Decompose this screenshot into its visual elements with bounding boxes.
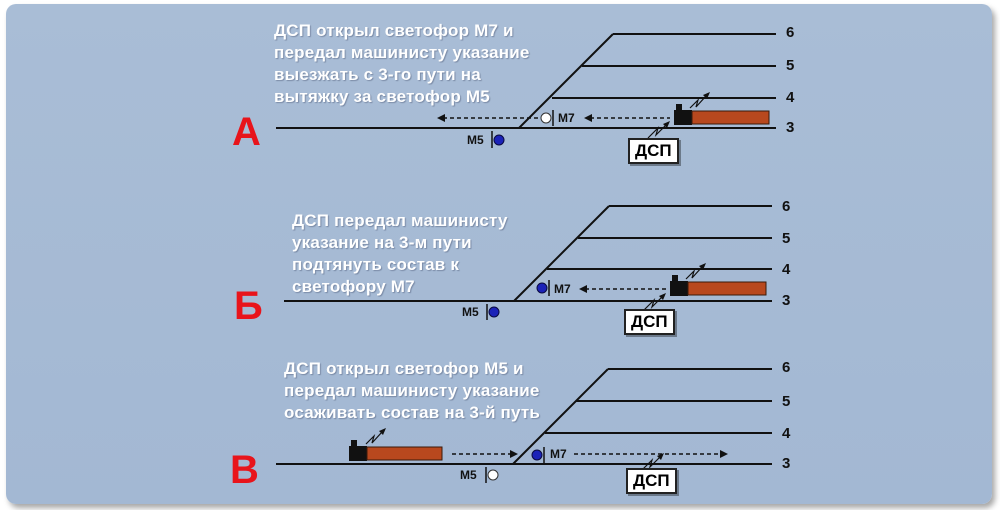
instruction-text-a: ДСП открыл светофор М7 и передал машинис… — [274, 20, 530, 108]
radio-signal-icon — [685, 266, 703, 280]
track-schema-b — [284, 205, 772, 320]
instruction-line: светофору М7 — [292, 277, 415, 296]
track-schema-a — [276, 33, 776, 148]
panel-letter-b: Б — [234, 284, 263, 328]
locomotive — [670, 281, 688, 296]
radio-signal-icon — [643, 296, 663, 311]
panel-letter-a: А — [232, 110, 261, 154]
dsp-station-box: ДСП — [624, 309, 675, 335]
locomotive — [674, 110, 692, 125]
m5-signal-light — [488, 306, 500, 318]
locomotive — [349, 446, 367, 461]
panel-letter-c: В — [230, 448, 259, 492]
m5-signal-light — [487, 469, 499, 481]
arrow-head — [510, 450, 518, 458]
track-number-3: 3 — [782, 292, 791, 309]
locomotive-cab — [676, 104, 682, 112]
radio-arrow-head — [663, 121, 670, 128]
signal-label-m7: М7 — [558, 111, 575, 125]
instruction-line: подтянуть состав к — [292, 255, 460, 274]
track-number-6: 6 — [782, 359, 791, 376]
dsp-station-box: ДСП — [628, 138, 679, 164]
m7-signal-light — [536, 282, 548, 294]
radio-arrow-head — [699, 263, 706, 270]
signal-label-m5: М5 — [462, 305, 479, 319]
wagons — [687, 281, 767, 296]
radio-arrow-head — [659, 293, 666, 300]
instruction-text-b: ДСП передал машинисту указание на 3-м пу… — [292, 210, 508, 298]
switch-connection — [512, 368, 609, 465]
arrow-head — [584, 114, 592, 122]
wagons — [366, 446, 443, 461]
arrow-head — [720, 450, 728, 458]
instruction-line: ДСП открыл светофор М7 и — [274, 21, 514, 40]
radio-signal-icon — [647, 124, 667, 139]
radio-arrow-head — [703, 92, 710, 99]
instruction-line: ДСП открыл светофор М5 и — [284, 359, 524, 378]
track-number-5: 5 — [782, 393, 791, 410]
m7-signal-light — [531, 449, 543, 461]
instruction-line: осаживать состав на 3-й путь — [284, 403, 541, 422]
radio-signal-icon — [365, 431, 383, 445]
instruction-line: передал машинисту указание — [284, 381, 540, 400]
track-number-3: 3 — [782, 455, 791, 472]
radio-signal-icon — [689, 95, 707, 109]
arrow-head — [437, 114, 445, 122]
instruction-line: ДСП передал машинисту — [292, 211, 508, 230]
radio-signal-icon — [641, 456, 661, 471]
switch-connection — [518, 33, 614, 129]
m5-signal-light — [493, 134, 505, 146]
diagram-panel: ДСП открыл светофор М7 и передал машинис… — [6, 4, 992, 504]
instruction-text-c: ДСП открыл светофор М5 и передал машинис… — [284, 358, 540, 424]
instruction-line: выезжать с 3-го пути на — [274, 65, 481, 84]
m7-signal-light — [540, 112, 552, 124]
dsp-station-box: ДСП — [626, 468, 677, 494]
track-number-5: 5 — [782, 230, 791, 247]
radio-arrow-head — [657, 453, 664, 460]
signal-label-m5: М5 — [467, 133, 484, 147]
signal-label-m7: М7 — [554, 282, 571, 296]
radio-arrow-head — [379, 428, 386, 435]
instruction-line: указание на 3-м пути — [292, 233, 472, 252]
instruction-line: вытяжку за светофор М5 — [274, 87, 490, 106]
track-number-4: 4 — [782, 261, 791, 278]
wagons — [691, 110, 770, 125]
track-number-6: 6 — [786, 24, 795, 41]
arrow-head — [579, 285, 587, 293]
locomotive-cab — [672, 275, 678, 283]
track-number-6: 6 — [782, 198, 791, 215]
signal-label-m5: М5 — [460, 468, 477, 482]
track-number-3: 3 — [786, 119, 795, 136]
instruction-line: передал машинисту указание — [274, 43, 530, 62]
track-schema-c — [276, 368, 772, 483]
track-number-5: 5 — [786, 57, 795, 74]
signal-label-m7: М7 — [550, 447, 567, 461]
track-number-4: 4 — [786, 89, 795, 106]
switch-connection — [513, 205, 610, 302]
track-number-4: 4 — [782, 425, 791, 442]
locomotive-cab — [351, 440, 357, 448]
